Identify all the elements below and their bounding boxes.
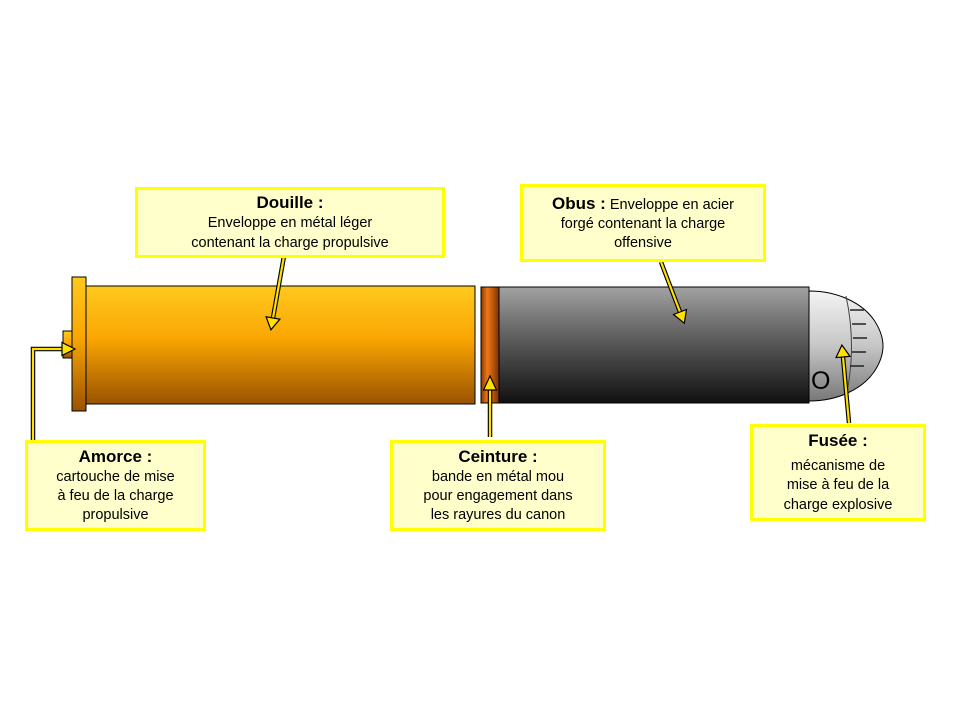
label-ceinture-line: les rayures du canon	[430, 507, 566, 524]
label-amorce-line: cartouche de mise	[56, 468, 175, 485]
label-amorce: Amorce : cartouche de mise à feu de la c…	[25, 440, 206, 531]
amorce-arrow	[30, 341, 77, 441]
label-fusee-line: charge explosive	[783, 496, 893, 513]
shell-body	[498, 286, 810, 404]
fusee-arrow	[835, 343, 852, 424]
fuze-ring-seam	[845, 295, 852, 398]
ceinture-arrow	[482, 374, 498, 437]
label-amorce-line: à feu de la charge	[57, 487, 174, 504]
label-fusee-line: mécanisme de	[790, 458, 886, 475]
case-rim	[71, 276, 87, 412]
label-obus-title: Obus :	[551, 193, 606, 213]
label-obus-line: offensive	[614, 235, 672, 252]
obus-arrow	[658, 261, 688, 325]
label-douille-line: contenant la charge propulsive	[191, 234, 389, 251]
label-amorce-line: propulsive	[82, 507, 149, 524]
label-ceinture-line: bande en métal mou	[431, 468, 565, 485]
label-ceinture-title: Ceinture :	[458, 446, 538, 466]
label-fusee: Fusée : mécanisme de mise à feu de la ch…	[750, 424, 926, 521]
label-douille: Douille : Enveloppe en métal léger conte…	[135, 187, 445, 258]
label-douille-title: Douille :	[256, 193, 324, 213]
cartridge-case	[85, 285, 476, 405]
label-obus-line: forgé contenant la charge	[560, 215, 726, 232]
label-obus-line: Obus : Enveloppe en acier	[552, 193, 734, 215]
label-douille-line: Enveloppe en métal léger	[207, 215, 373, 232]
fuze-graduation-ticks	[850, 309, 867, 367]
label-obus: Obus : Enveloppe en acier forgé contenan…	[520, 184, 766, 262]
fuze-marking: O	[811, 367, 830, 395]
label-obus-line-text: Enveloppe en acier	[609, 196, 735, 213]
douille-arrow	[265, 255, 287, 331]
label-ceinture-line: pour engagement dans	[423, 487, 573, 504]
label-amorce-title: Amorce :	[78, 446, 153, 466]
label-fusee-line: mise à feu de la	[786, 477, 890, 494]
fuze-nose	[808, 290, 884, 402]
label-ceinture: Ceinture : bande en métal mou pour engag…	[390, 440, 606, 531]
label-fusee-title: Fusée :	[808, 431, 868, 451]
